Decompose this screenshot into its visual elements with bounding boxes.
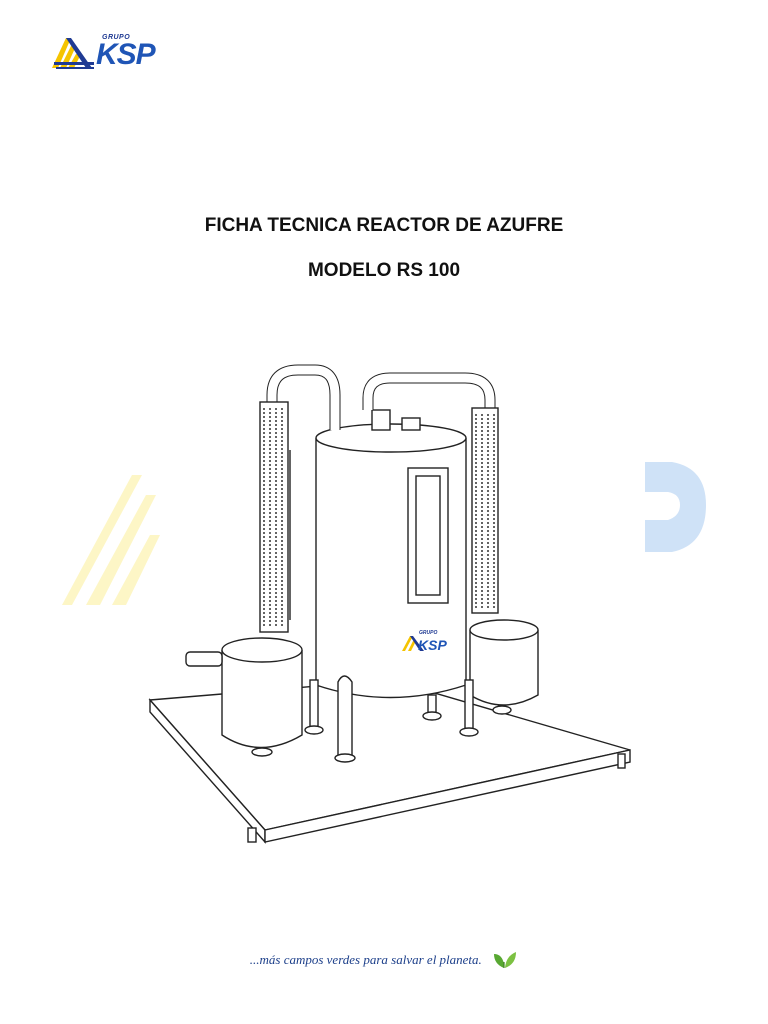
tank-logo-sub: GRUPO bbox=[419, 630, 437, 636]
left-lower-vessel bbox=[185, 637, 303, 757]
tank-logo: GRUPO KSP bbox=[402, 630, 447, 653]
logo-brand-name: KSP bbox=[96, 38, 156, 71]
footer: ...más campos verdes para salvar el plan… bbox=[0, 950, 768, 970]
ksp-logo: GRUPO KSP bbox=[50, 28, 180, 76]
right-lower-vessel bbox=[469, 619, 539, 715]
ksp-logo-icon bbox=[52, 38, 94, 69]
tank-logo-main: KSP bbox=[418, 637, 447, 653]
leaf-icon bbox=[494, 952, 517, 968]
document-subtitle: MODELO RS 100 bbox=[307, 260, 461, 281]
footer-slogan: ...más campos verdes para salvar el plan… bbox=[249, 952, 482, 967]
document-title: FICHA TECNICA REACTOR DE AZUFRE bbox=[204, 215, 564, 236]
main-tank: GRUPO KSP bbox=[315, 409, 467, 699]
logo-group-label: GRUPO bbox=[102, 34, 131, 41]
reactor-illustration: GRUPO KSP bbox=[148, 364, 631, 844]
